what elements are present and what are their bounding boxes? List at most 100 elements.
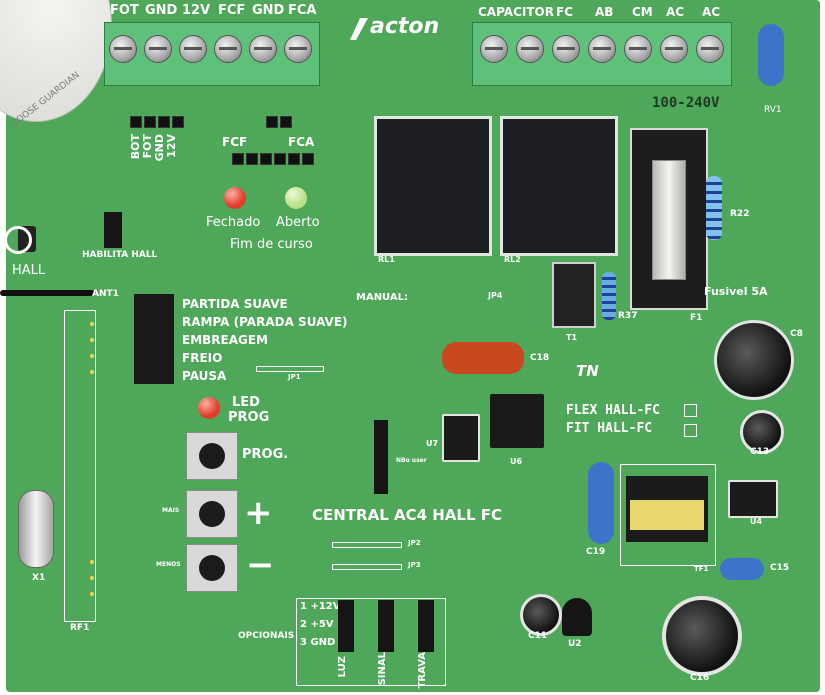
fit-hall-label: FIT HALL-FC [566,421,653,436]
opcionais-label: OPCIONAIS [238,631,295,641]
header-sinal [378,600,394,652]
minus-icon: − [246,545,275,585]
jp4-label: JP4 [488,291,503,300]
function-label: FREIO [182,351,223,365]
screw-icon [624,35,652,63]
header-label: GND [153,134,166,162]
screw-icon [109,35,137,63]
mais-button[interactable] [186,490,238,538]
varistor-rv1 [758,24,784,86]
header-label: BOT [129,134,142,160]
terminal-label: AC [666,5,685,19]
c16-label: C16 [690,673,710,683]
jumper-habilita-hall [104,212,122,248]
opc-box [296,598,446,686]
screw-icon [284,35,312,63]
screw-icon [249,35,277,63]
voltage-label: 100-240V [652,95,720,111]
terminal-label: FC [556,5,574,19]
function-label: EMBREAGEM [182,333,268,347]
capacitor-c16 [662,596,742,676]
menos-label: MENOS [156,561,181,568]
terminal-label: 12V [182,3,211,18]
rf-pin [90,322,94,326]
header-label: FOT [141,134,154,159]
u7-label: U7 [426,439,439,448]
capacitor-c15 [720,558,764,580]
ic-u4 [728,480,778,518]
resistor-r37 [602,272,616,320]
capacitor-c13 [740,410,784,454]
c15-label: C15 [770,563,790,573]
terminal-label: FOT [110,3,139,18]
rl2-label: RL2 [504,255,521,264]
terminal-label: GND [145,3,178,18]
terminal-label: FCA [288,3,317,18]
terminal-label: CM [632,5,653,19]
led-aberto-label: Aberto [276,215,320,230]
f1-label: F1 [690,313,703,323]
acton-logo-icon [348,16,370,42]
relay-rl2 [500,116,618,256]
ant1-label: ANT1 [92,289,119,299]
terminal-label: GND [252,3,285,18]
rf-pin [90,354,94,358]
rf-pin [90,576,94,580]
function-label: PARTIDA SUAVE [182,297,288,311]
opc-row-label: 2 +5V [300,619,334,630]
r22-label: R22 [730,209,750,219]
screw-icon [179,35,207,63]
prog-label: PROG. [242,447,289,462]
manual-label: MANUAL: [356,292,408,303]
c11-label: C11 [528,631,548,641]
screw-icon [588,35,616,63]
header-nbo-user [374,420,388,494]
tn-logo: TN [576,362,599,380]
hall-ring [4,226,32,254]
menos-button[interactable] [186,544,238,592]
x1-label: X1 [32,573,46,583]
screw-icon [214,35,242,63]
fusivel-label: Fusivel 5A [704,285,768,298]
fuse-glass [652,160,686,280]
prog-button[interactable] [186,432,238,480]
ic-u7 [442,414,480,462]
function-label: RAMPA (PARADA SUAVE) [182,315,348,329]
c19-label: C19 [586,547,606,557]
led-prog-label: PROG [228,410,270,425]
jp1-pad [256,366,324,372]
ic-u6 [490,394,544,448]
header-trava [418,600,434,652]
capacitor-c19 [588,462,614,544]
terminal-label: AC [702,5,721,19]
u6-label: U6 [510,457,523,466]
flex-hall-label: FLEX HALL-FC [566,403,660,418]
plus-icon: + [244,493,273,533]
rf-pin [90,370,94,374]
r37-label: R37 [618,311,638,321]
brand-name: acton [370,14,440,39]
t1-label: T1 [566,333,578,342]
rl1-label: RL1 [378,255,395,264]
screw-icon [480,35,508,63]
function-label: PAUSA [182,369,227,383]
hall-label: HALL [12,263,46,278]
jp2-pad [332,542,402,548]
terminal-label: AB [595,5,614,19]
jp3-label: JP3 [408,561,421,569]
resistor-r22 [706,176,722,240]
opc-row-label: 3 GND [300,637,336,648]
fim-de-curso-label: Fim de curso [230,237,313,252]
crystal-x1 [18,490,54,568]
rv1-label: RV1 [764,105,782,115]
jp1-label: JP1 [288,373,301,381]
led-prog-label: LED [232,395,260,410]
u2-label: U2 [568,639,582,649]
habilita-hall-label: HABILITA HALL [82,250,158,260]
rf-pin [90,592,94,596]
screw-icon [516,35,544,63]
triac-t1 [552,262,596,328]
screw-icon [552,35,580,63]
screw-icon [696,35,724,63]
fit-checkbox [684,424,697,437]
